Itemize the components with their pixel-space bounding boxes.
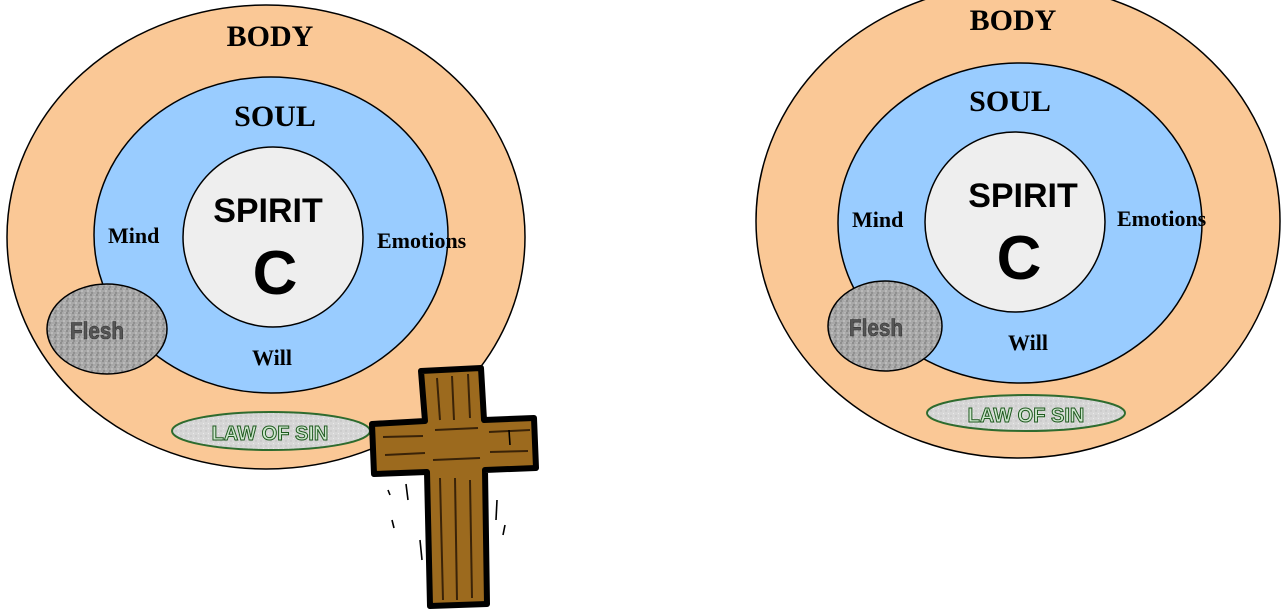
right-body-label: BODY (970, 4, 1057, 37)
left-spirit-label: SPIRIT (213, 192, 323, 230)
right-spirit-label: SPIRIT (968, 177, 1078, 215)
left-emotions-label: Emotions (377, 228, 467, 253)
right-flesh-label: Flesh (849, 315, 903, 342)
right-diagram: BODY SOUL SPIRIT C Mind Emotions Will Fl… (756, 0, 1280, 458)
right-spirit-letter: C (997, 224, 1042, 293)
left-soul-label: SOUL (234, 100, 316, 133)
left-body-label: BODY (227, 20, 314, 53)
right-emotions-label: Emotions (1117, 206, 1207, 231)
left-mind-label: Mind (108, 223, 159, 248)
right-will-label: Will (1008, 330, 1048, 355)
left-flesh-label: Flesh (70, 318, 124, 345)
right-mind-label: Mind (852, 207, 903, 232)
left-spirit-letter: C (253, 239, 298, 308)
right-soul-label: SOUL (969, 85, 1051, 118)
left-will-label: Will (252, 345, 292, 370)
left-diagram: BODY SOUL SPIRIT C Mind Emotions Will Fl… (7, 5, 536, 606)
right-law-of-sin-label: LAW OF SIN (968, 405, 1085, 427)
left-law-of-sin-label: LAW OF SIN (212, 423, 329, 445)
